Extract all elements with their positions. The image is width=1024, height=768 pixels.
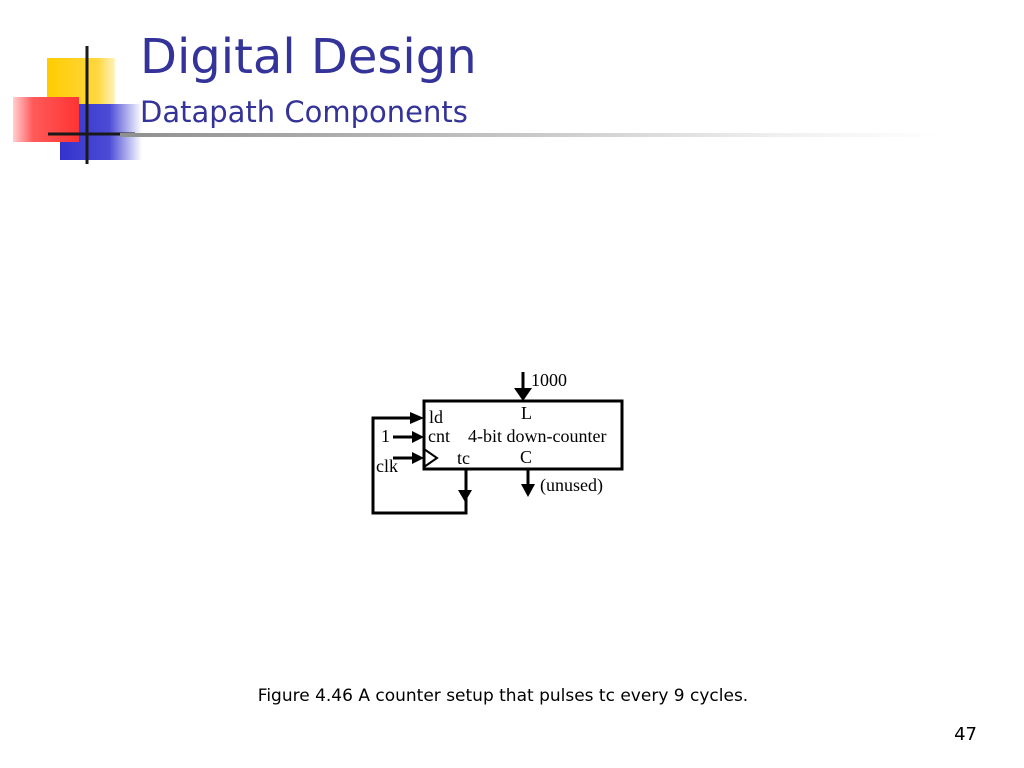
slide-subtitle: Datapath Components (140, 95, 468, 129)
unused-output-label: (unused) (540, 475, 603, 496)
figure-caption: Figure 4.46 A counter setup that pulses … (257, 686, 749, 706)
clock-arrow (412, 452, 424, 464)
page-number: 47 (954, 724, 977, 745)
down-counter-diagram: 1000 ld cnt 4-bit down-counter L C tc 1 … (371, 370, 624, 515)
port-l-label: L (521, 403, 532, 423)
tc-output-arrow (458, 490, 472, 502)
title-divider (120, 133, 940, 137)
slide-title: Digital Design (140, 29, 477, 85)
block-label: 4-bit down-counter (468, 426, 606, 446)
c-output-arrow (521, 484, 535, 497)
port-cnt-label: cnt (428, 426, 450, 446)
clock-label: clk (376, 456, 398, 476)
cnt-input-arrow (412, 431, 424, 443)
port-c-label: C (520, 447, 532, 467)
clock-triangle (423, 448, 439, 468)
ld-input-arrow (410, 412, 424, 424)
port-tc-label: tc (457, 448, 470, 468)
decorative-corner-graphic (13, 46, 142, 164)
cnt-input-label: 1 (381, 426, 390, 446)
load-value-arrow (514, 388, 532, 401)
load-value-label: 1000 (531, 370, 567, 390)
port-ld-label: ld (429, 407, 443, 427)
